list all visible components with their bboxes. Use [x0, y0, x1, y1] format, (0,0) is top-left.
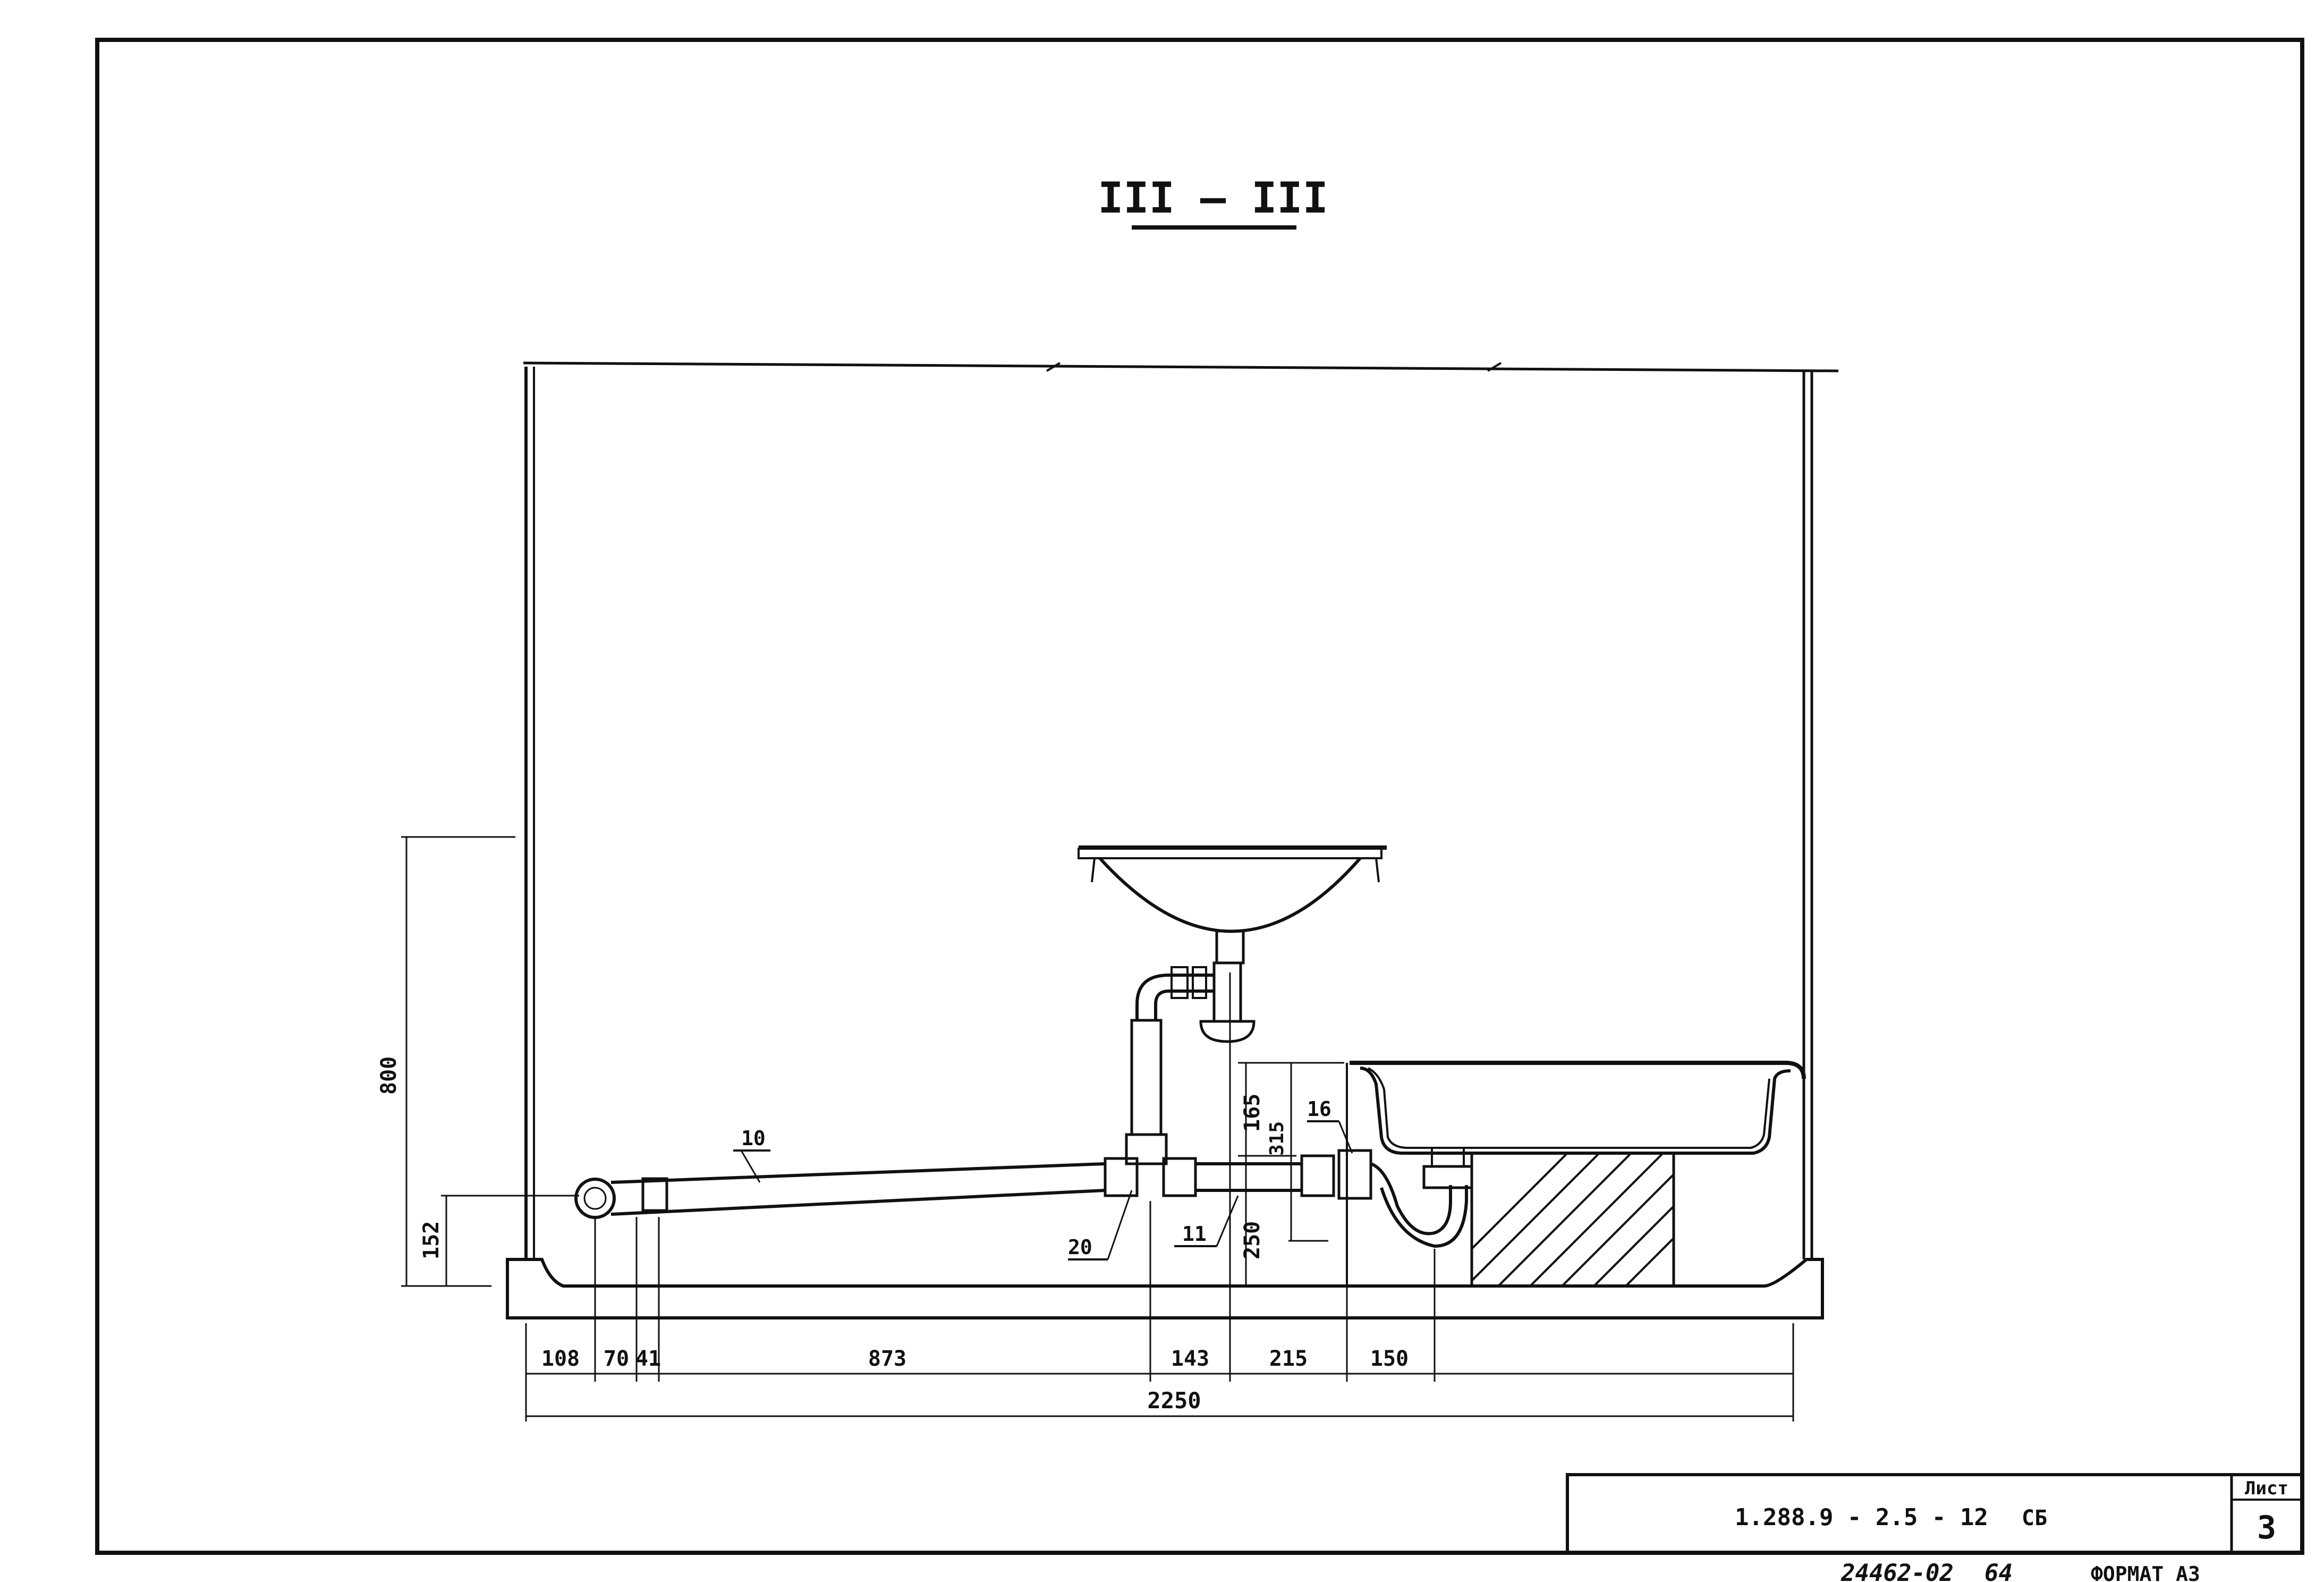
dim-left-height: 800	[377, 1056, 401, 1095]
dim-left-pipe: 152	[419, 1221, 444, 1259]
left-dimensions: 800 152	[377, 836, 579, 1287]
callouts: 10 20 11 16	[733, 1097, 1353, 1260]
dim-bottom-150: 150	[1370, 1347, 1409, 1371]
callout-tee: 20	[1068, 1236, 1092, 1259]
footer: 24462-02 64 ФОРМАТ А3	[1840, 1560, 2200, 1582]
section-title-text: III – III	[1098, 173, 1328, 223]
dim-bottom-215: 215	[1269, 1347, 1308, 1371]
trap-arm	[1135, 966, 1214, 1020]
sheet-number: 3	[2257, 1509, 2276, 1546]
bathtub-trap	[1370, 1147, 1473, 1248]
sheet-frame	[95, 38, 2304, 1555]
sheet-label: Лист	[2245, 1478, 2288, 1499]
dim-bottom-70: 70	[604, 1347, 629, 1371]
dim-bottom-143: 143	[1171, 1347, 1209, 1371]
callout-coupling: 11	[1182, 1222, 1207, 1246]
bottom-dimensions: 108 70 41 873 143 215 150 2250	[525, 972, 1794, 1422]
floor-slab	[506, 1258, 1824, 1319]
title-block: 1.288.9 - 2.5 - 12 СБ Лист 3	[1566, 1473, 2304, 1554]
dim-right-bottom: 250	[1240, 1221, 1265, 1259]
right-dimensions: 165 315 250	[1238, 1062, 1344, 1286]
section-title: III – III	[1098, 173, 1328, 230]
title-suffix: СБ	[2022, 1506, 2047, 1530]
dim-overall: 2250	[1147, 1388, 1201, 1414]
footer-format: ФОРМАТ А3	[2091, 1562, 2200, 1582]
dim-right-mid: 315	[1266, 1121, 1288, 1156]
wash-basin	[1078, 845, 1387, 965]
room-walls	[523, 361, 1839, 1259]
footer-inventory: 24462-02	[1840, 1560, 1954, 1582]
bathtub-support	[1470, 1152, 1675, 1288]
vertical-riser	[1125, 1019, 1168, 1165]
callout-trap: 16	[1307, 1097, 1331, 1121]
bathtub	[1346, 1061, 1806, 1286]
main-drain-pipe	[574, 1149, 1372, 1219]
title-code: 1.288.9 - 2.5 - 12	[1735, 1504, 1988, 1531]
dim-right-top: 165	[1240, 1094, 1265, 1132]
dim-bottom-873: 873	[868, 1347, 906, 1371]
dim-bottom-41: 41	[635, 1347, 661, 1371]
footer-page: 64	[1984, 1560, 2013, 1582]
dim-bottom-108: 108	[541, 1347, 580, 1371]
callout-pipe: 10	[741, 1127, 766, 1150]
